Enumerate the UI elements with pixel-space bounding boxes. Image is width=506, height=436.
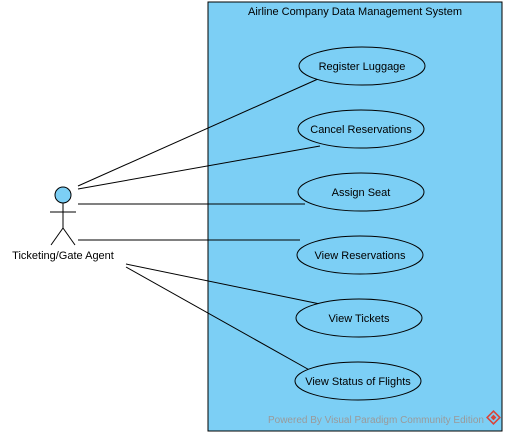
watermark-text: Powered By Visual Paradigm Community Edi… <box>268 415 484 426</box>
visual-paradigm-logo-icon <box>486 410 501 425</box>
association-view-tickets[interactable] <box>125 263 321 305</box>
association-view-status-of-flights[interactable] <box>125 266 314 373</box>
actor-ticketing-gate-agent[interactable] <box>50 186 76 246</box>
use-case-label: View Tickets <box>329 313 390 325</box>
actor-right-leg <box>62 227 76 246</box>
use-case-label: Assign Seat <box>332 187 391 199</box>
use-case-view-reservations[interactable]: View Reservations <box>296 235 424 275</box>
actor-head-icon <box>54 186 72 204</box>
associations <box>77 78 321 373</box>
association-register-luggage[interactable] <box>77 78 319 187</box>
use-case-cancel-reservations[interactable]: Cancel Reservations <box>297 109 425 149</box>
use-case-view-status-of-flights[interactable]: View Status of Flights <box>294 361 422 401</box>
association-cancel-reservations[interactable] <box>77 145 321 190</box>
use-case-label: Cancel Reservations <box>310 124 412 136</box>
actor-left-leg <box>50 227 64 246</box>
use-case-label: View Status of Flights <box>305 376 411 388</box>
actor-label: Ticketing/Gate Agent <box>12 250 114 262</box>
use-case-register-luggage[interactable]: Register Luggage <box>298 46 426 86</box>
use-case-view-tickets[interactable]: View Tickets <box>295 298 423 338</box>
system-title: Airline Company Data Management System <box>248 6 462 18</box>
use-case-label: Register Luggage <box>319 61 406 73</box>
use-case-assign-seat[interactable]: Assign Seat <box>297 172 425 212</box>
use-case-label: View Reservations <box>315 250 406 262</box>
